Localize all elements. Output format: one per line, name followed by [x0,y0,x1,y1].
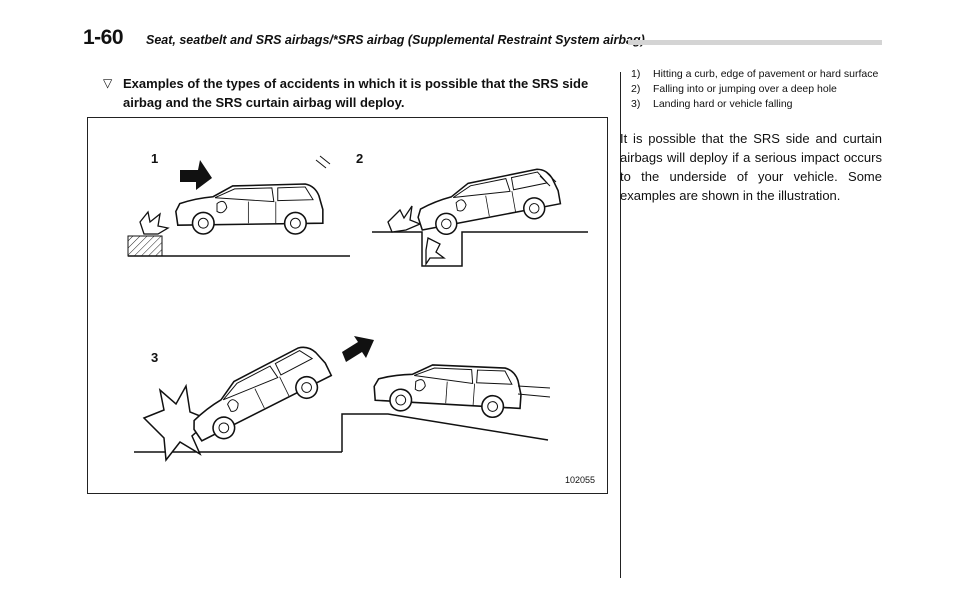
figure-label-2: 2 [356,151,364,166]
body-paragraph: It is possible that the SRS side and cur… [620,131,882,203]
motion-lines-2 [539,171,557,187]
column-divider [620,72,621,578]
section-heading: ▽ Examples of the types of accidents in … [103,74,613,112]
section-heading-text: Examples of the types of accidents in wh… [123,76,589,110]
legend-number: 3) [631,98,641,110]
hole-outline [372,231,588,267]
figure-id: 102055 [564,475,595,485]
legend-text: Hitting a curb, edge of pavement or hard… [653,68,879,80]
legend-item: 3) Landing hard or vehicle falling [631,98,886,110]
legend-list: 1) Hitting a curb, edge of pavement or h… [631,68,886,113]
impact-burst-3 [425,237,446,267]
impact-burst-2 [387,205,422,233]
triangle-marker-icon: ▽ [103,76,113,90]
legend-number: 1) [631,68,641,80]
figure-label-1: 1 [151,151,159,166]
figure-label-3: 3 [151,350,159,365]
slope-ground [341,413,549,452]
legend-item: 1) Hitting a curb, edge of pavement or h… [631,68,886,80]
header-rule [628,40,882,45]
impact-arrow-1 [180,160,212,190]
legend-item: 2) Falling into or jumping over a deep h… [631,83,886,95]
motion-lines-3 [315,155,551,398]
header-title: Seat, seatbelt and SRS airbags/*SRS airb… [146,33,645,47]
legend-text: Falling into or jumping over a deep hole [653,83,837,95]
curb-block [127,235,163,257]
impact-arrow-3 [342,336,374,362]
impact-burst-1 [139,210,170,235]
legend-text: Landing hard or vehicle falling [653,98,793,110]
illustration-drawing [127,155,588,462]
page-number: 1-60 [83,26,124,49]
legend-number: 2) [631,83,641,95]
accident-illustration: 1 2 3 102055 [87,117,608,494]
